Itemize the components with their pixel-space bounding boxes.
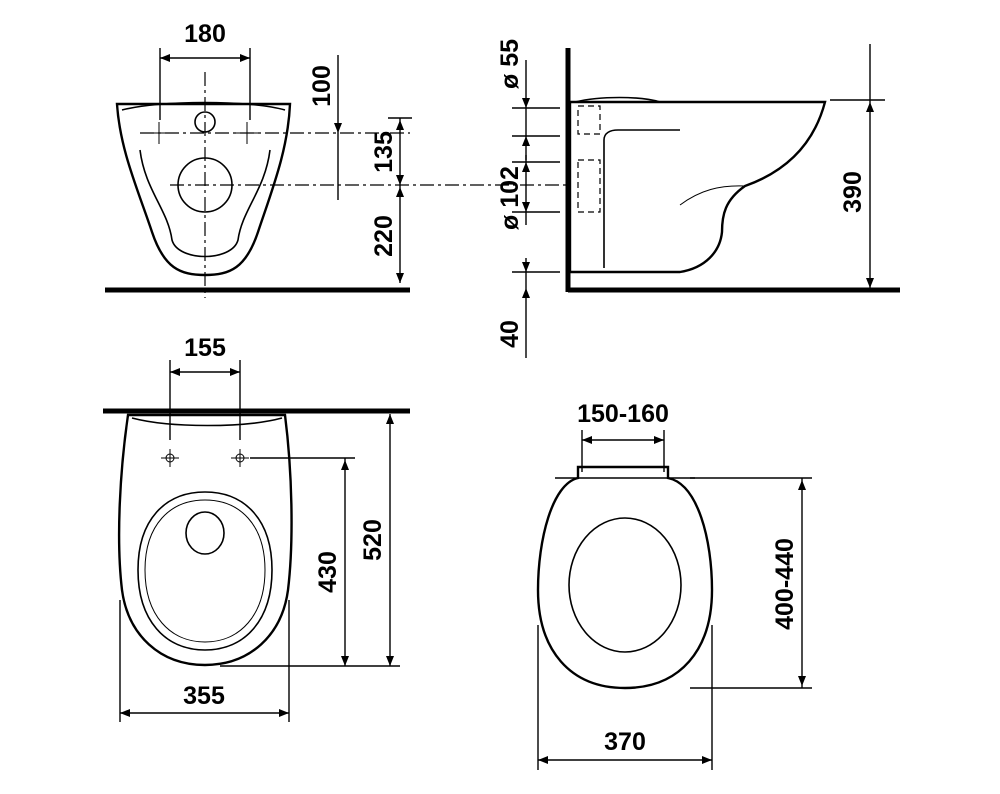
front-bowl-outline [115,102,292,277]
dim-135: 135 [370,131,398,173]
seat-opening [568,517,682,653]
front-view: 180 100 135 220 [105,20,570,298]
top-rim-edge [131,417,283,427]
top-fixing-left-icon [161,449,179,467]
dim-102: ø 102 [496,166,524,230]
dim-390: 390 [839,171,867,213]
dim-355: 355 [183,682,225,710]
dim-150-160: 150-160 [577,400,669,428]
dim-100: 100 [308,65,336,107]
top-fixing-right-icon [231,449,249,467]
top-seat-ring [137,491,273,651]
dim-370: 370 [604,728,646,756]
side-inner-channel [603,129,680,268]
side-seat-line [679,185,746,206]
seat-outline [536,465,714,690]
dim-55: ø 55 [496,39,524,89]
side-inlet-dashed [577,105,601,135]
dim-155: 155 [184,334,226,362]
top-outlet-hole [185,511,225,555]
top-bowl-outline [117,413,293,667]
dim-180: 180 [184,20,226,48]
side-outlet-dashed [577,159,601,213]
side-bowl-outline [568,100,827,274]
top-view: 155 430 520 355 [103,334,410,722]
dim-520: 520 [359,519,387,561]
seat-view: 150-160 400-440 370 [536,400,812,770]
dim-40: 40 [496,320,524,348]
dim-220: 220 [370,215,398,257]
top-seat-ring-inner [144,499,266,643]
dim-430: 430 [314,551,342,593]
side-view: ø 55 ø 102 40 390 [496,39,900,358]
dim-400-440: 400-440 [771,538,799,630]
side-rim-edge [574,96,661,103]
